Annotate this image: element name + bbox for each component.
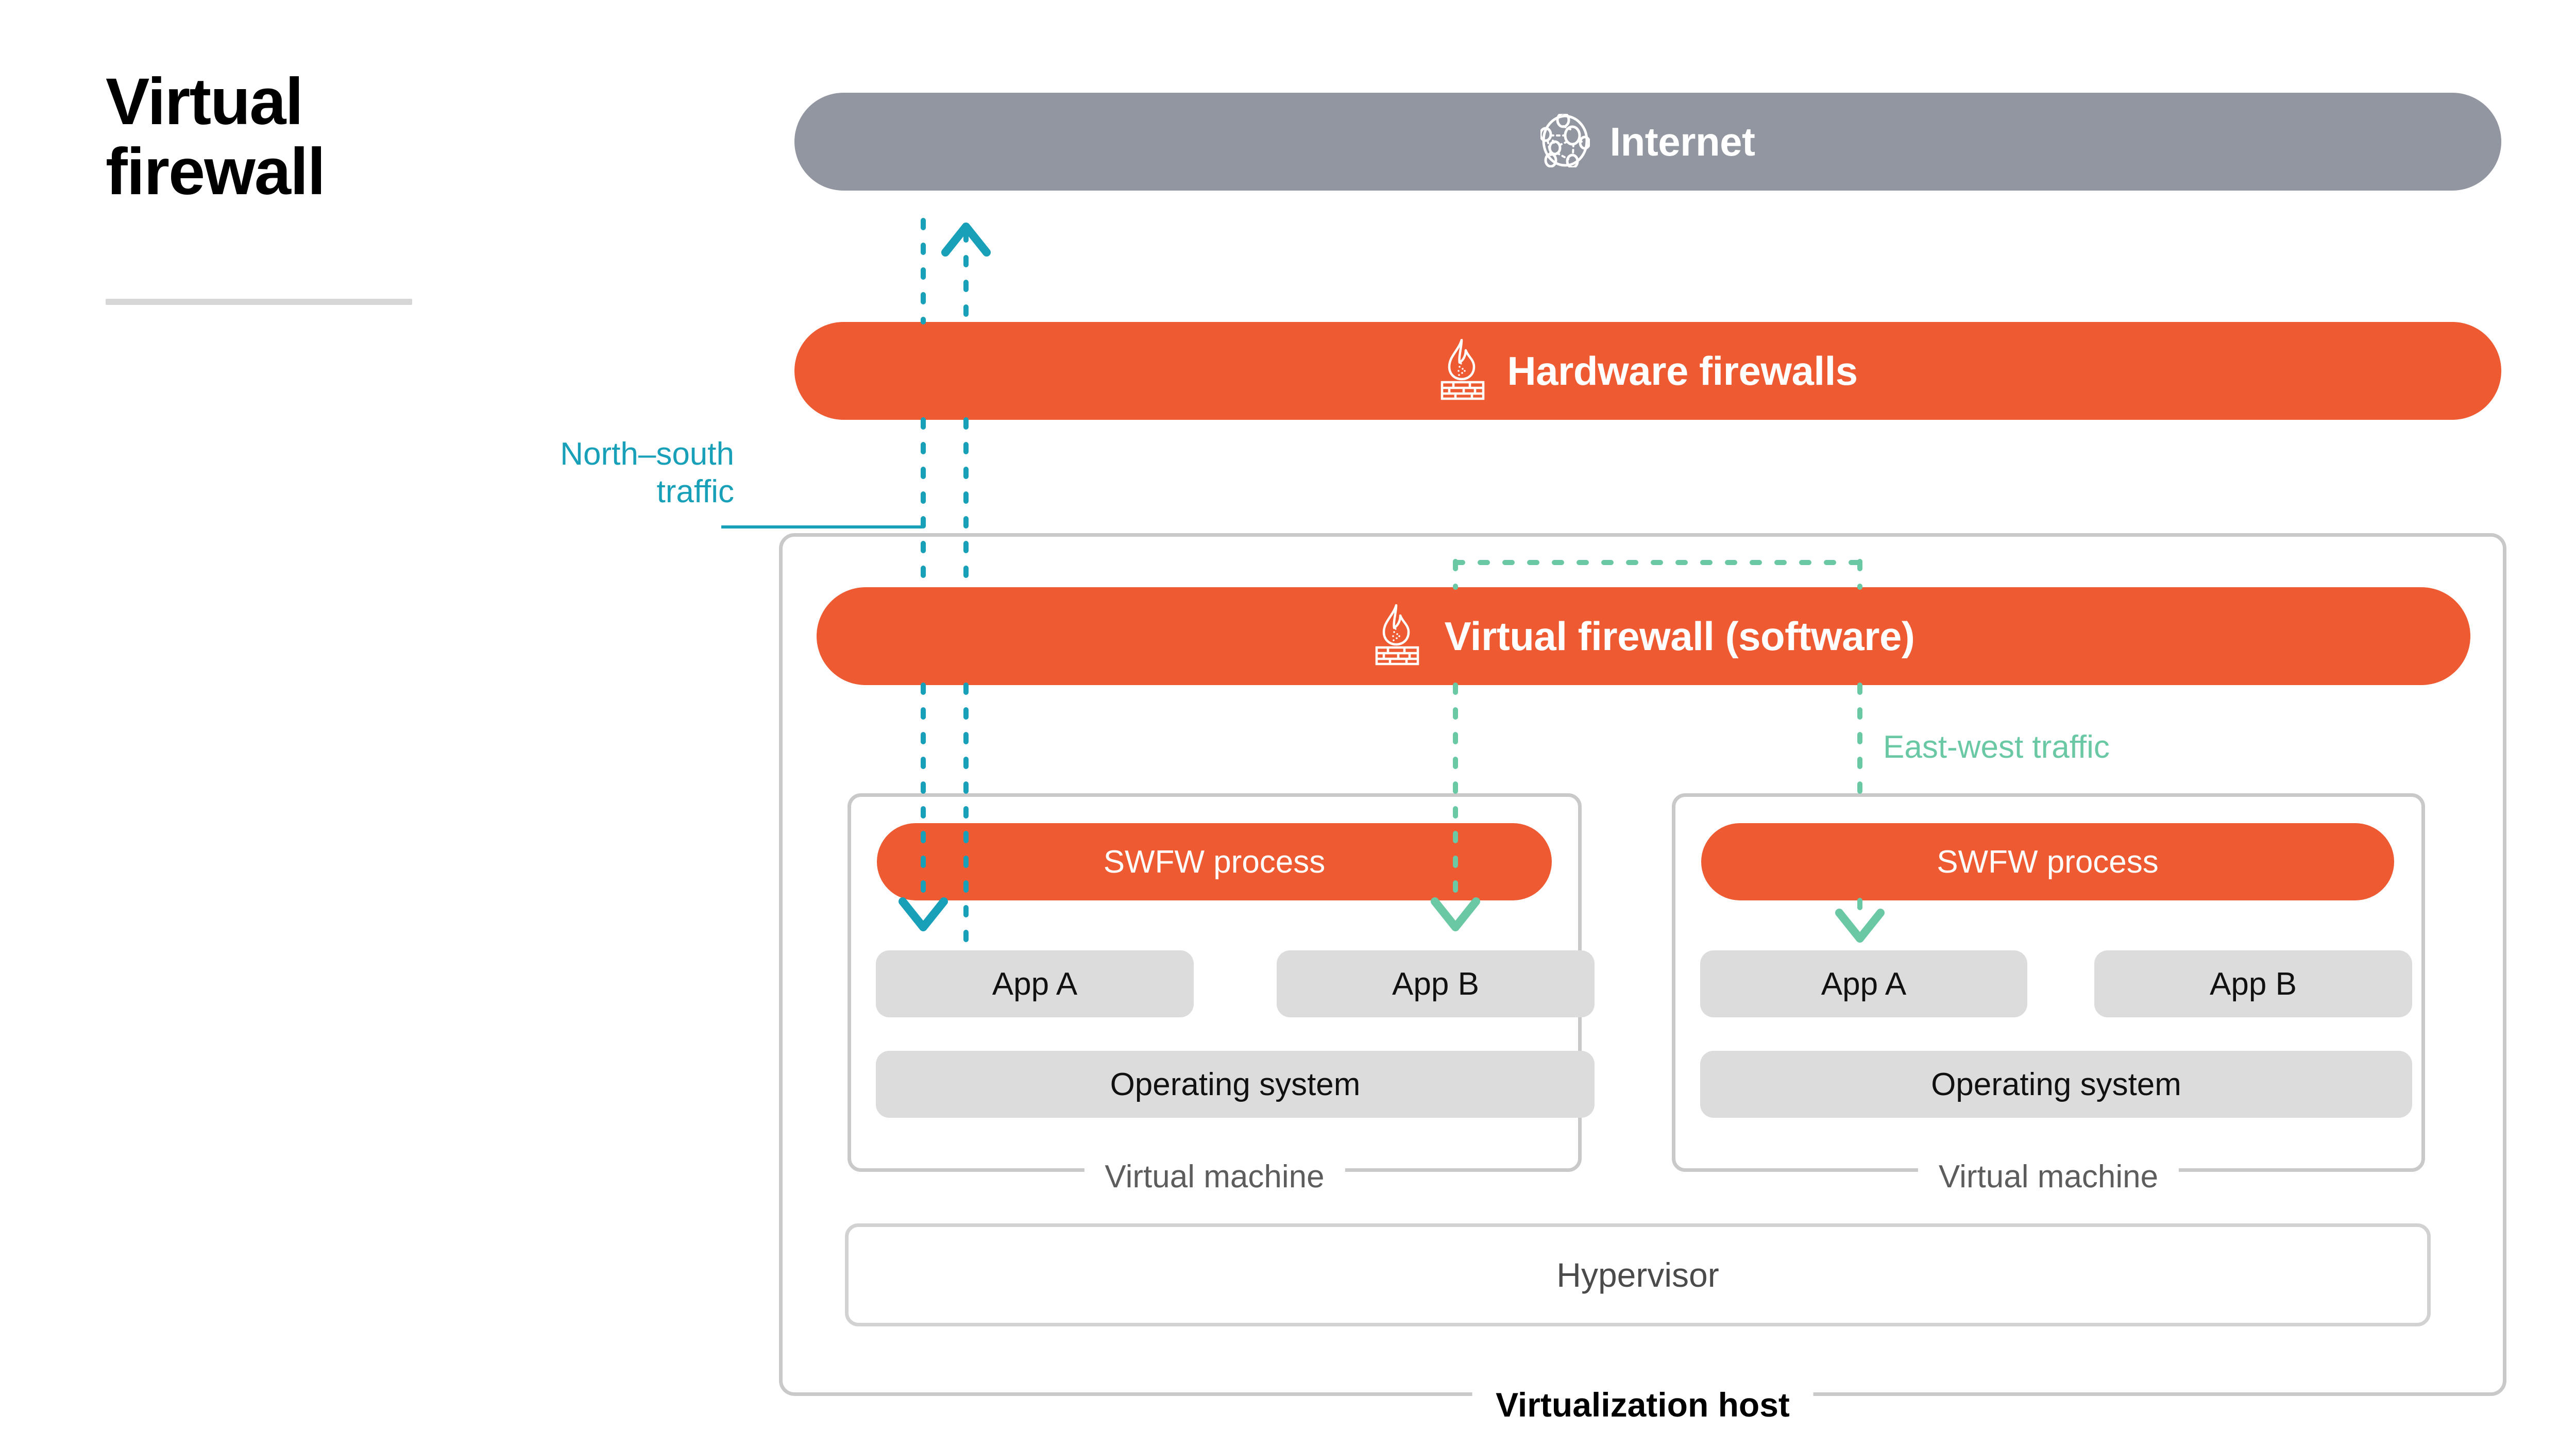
hypervisor-label: Hypervisor	[1556, 1256, 1719, 1294]
swfw-process-label: SWFW process	[1103, 844, 1326, 880]
virtual-machine-box-1: Virtual machine	[848, 793, 1582, 1195]
swfw-process-1: SWFW process	[877, 823, 1552, 900]
title-block: Virtual firewall	[106, 65, 466, 305]
virtual-machine-label: Virtual machine	[1084, 1158, 1345, 1195]
app-a-label: App A	[992, 966, 1078, 1002]
swfw-process-label: SWFW process	[1937, 844, 2159, 880]
app-b-block-2: App B	[2094, 950, 2412, 1017]
firewall-flame-brick-icon	[1372, 604, 1422, 669]
firewall-flame-brick-icon	[1438, 338, 1487, 403]
app-a-block-2: App A	[1700, 950, 2027, 1017]
operating-system-label: Operating system	[1110, 1066, 1361, 1102]
virtual-machine-box-2: Virtual machine	[1672, 793, 2425, 1195]
app-b-label: App B	[1392, 966, 1479, 1002]
title-divider	[106, 299, 412, 305]
internet-bar: Internet	[794, 93, 2501, 191]
hardware-firewall-bar-label: Hardware firewalls	[1507, 348, 1858, 394]
swfw-process-2: SWFW process	[1701, 823, 2394, 900]
network-globe-icon	[1539, 112, 1591, 170]
virtual-machine-label: Virtual machine	[1918, 1158, 2179, 1195]
virtualization-host-box: Virtualization host	[779, 533, 2506, 1424]
north-south-traffic-label: North–south traffic	[560, 436, 734, 510]
east-west-traffic-label: East-west traffic	[1883, 729, 2110, 765]
north-south-leader-line	[721, 525, 922, 529]
operating-system-label: Operating system	[1931, 1066, 2181, 1102]
app-a-label: App A	[1821, 966, 1907, 1002]
app-a-block-1: App A	[876, 950, 1194, 1017]
virtual-firewall-bar-label: Virtual firewall (software)	[1444, 613, 1915, 659]
app-b-block-1: App B	[1277, 950, 1595, 1017]
page-title: Virtual firewall	[106, 65, 326, 209]
virtualization-host-label: Virtualization host	[1472, 1385, 1814, 1424]
internet-bar-label: Internet	[1609, 118, 1755, 164]
app-b-label: App B	[2210, 966, 2297, 1002]
hypervisor-box: Hypervisor	[845, 1223, 2431, 1326]
operating-system-block-1: Operating system	[876, 1051, 1595, 1118]
operating-system-block-2: Operating system	[1700, 1051, 2412, 1118]
virtual-firewall-bar: Virtual firewall (software)	[817, 587, 2470, 685]
hardware-firewall-bar: Hardware firewalls	[794, 322, 2501, 420]
